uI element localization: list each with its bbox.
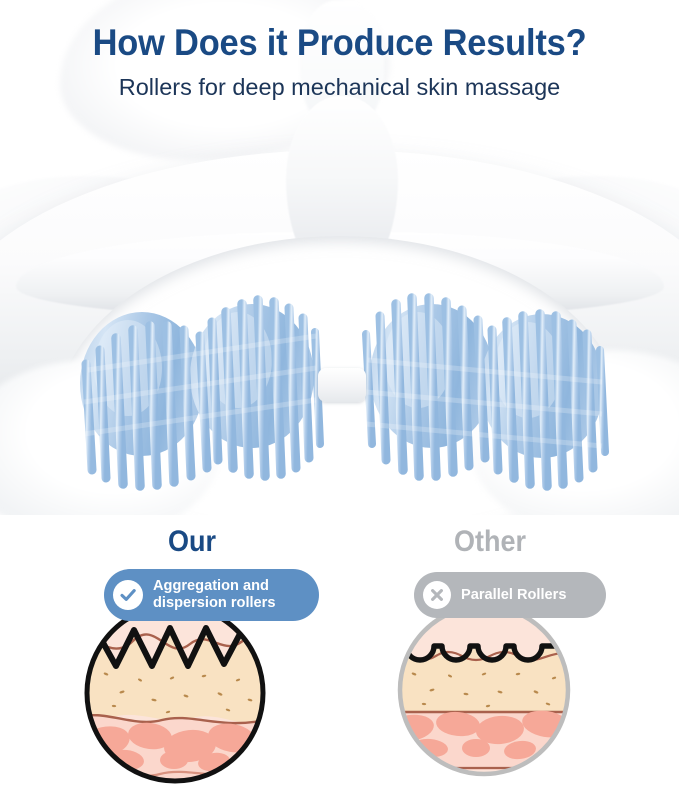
check-circle-icon <box>113 580 143 610</box>
product-image-stage <box>0 0 679 515</box>
badge-label-our-line1: Aggregation and <box>153 578 269 594</box>
device-center-axle <box>318 368 366 402</box>
roller-right <box>350 272 620 492</box>
comparison-heading-our: Our <box>167 525 217 558</box>
comparison-column-other: Other Parallel Rollers <box>340 512 640 793</box>
skin-cross-section-other <box>396 602 572 778</box>
roller-left <box>66 272 332 492</box>
header: How Does it Produce Results? Rollers for… <box>0 0 679 120</box>
badge-label-our-line2: dispersion rollers <box>153 595 276 611</box>
badge-parallel-rollers: Parallel Rollers <box>414 572 606 618</box>
comparison-section: Our Aggregation and dispersion rollers <box>0 512 679 793</box>
comparison-heading-other: Other <box>453 525 526 558</box>
comparison-column-our: Our Aggregation and dispersion rollers <box>42 512 342 793</box>
skin-cross-section-our <box>82 600 268 786</box>
badge-label-our: Aggregation and dispersion rollers <box>153 578 275 612</box>
badge-label-other: Parallel Rollers <box>461 586 567 603</box>
badge-aggregation-dispersion: Aggregation and dispersion rollers <box>104 569 319 621</box>
x-circle-icon <box>423 581 451 609</box>
page-subtitle: Rollers for deep mechanical skin massage <box>118 74 561 100</box>
page-title: How Does it Produce Results? <box>92 22 587 63</box>
